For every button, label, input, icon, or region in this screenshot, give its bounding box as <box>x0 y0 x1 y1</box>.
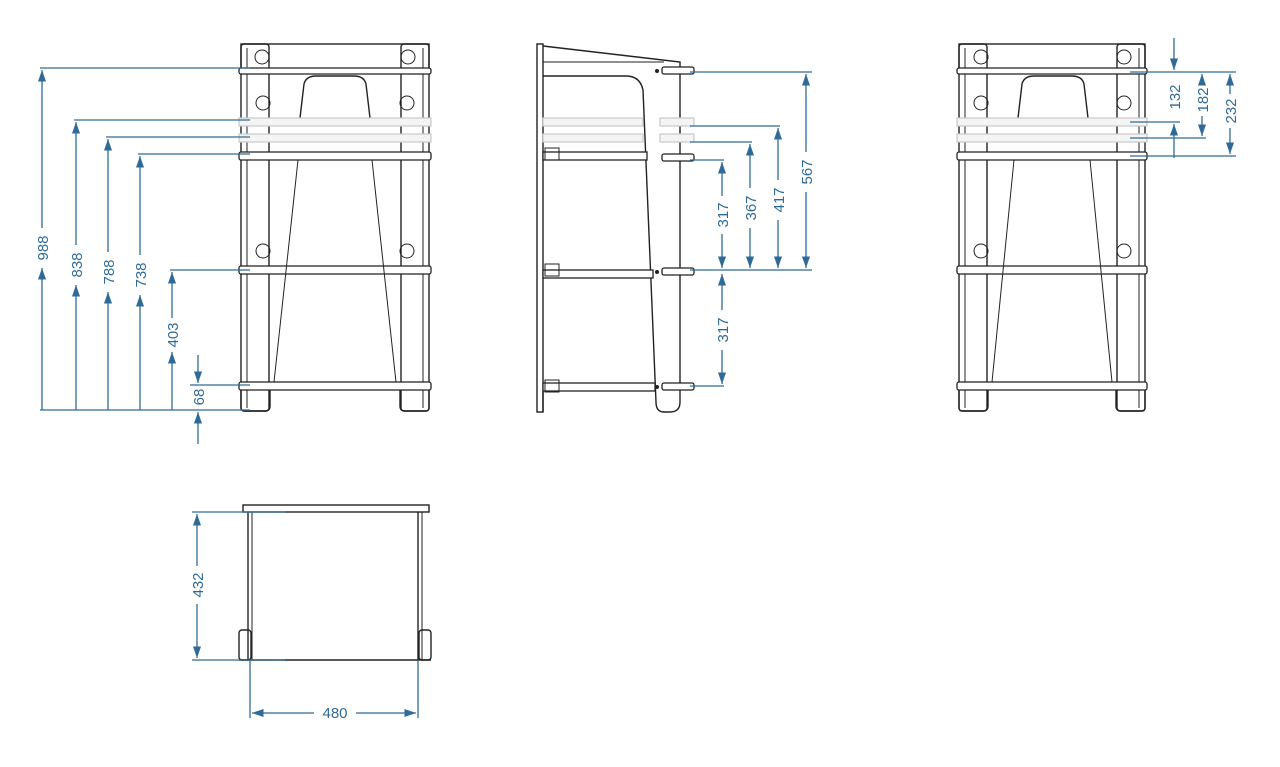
bolt-hole-icon <box>399 95 415 111</box>
bolt-hole-icon <box>400 49 416 65</box>
front-view <box>238 43 432 412</box>
top-view <box>238 504 432 661</box>
dim-68-label: 68 <box>191 389 208 406</box>
dim-403-label: 403 <box>165 322 182 347</box>
side-view <box>536 43 695 413</box>
bolt-hole-icon <box>1116 49 1132 65</box>
dim-367-label: 367 <box>743 195 760 220</box>
dim-838-label: 838 <box>69 252 86 277</box>
bolt-hole-icon <box>1116 243 1132 259</box>
front-view-dimensions: 988 838 788 738 403 68 <box>35 67 250 444</box>
dim-232-label: 232 <box>1223 98 1240 123</box>
bolt-hole-icon <box>973 243 989 259</box>
dim-988-label: 988 <box>35 235 52 260</box>
dim-417-label: 417 <box>771 187 788 212</box>
bolt-hole-icon <box>255 95 271 111</box>
dim-132-label: 132 <box>1167 84 1184 109</box>
dim-480-label: 480 <box>322 705 347 722</box>
bolt-hole-icon <box>1116 95 1132 111</box>
dim-788-label: 788 <box>101 259 118 284</box>
bolt-hole-icon <box>399 243 415 259</box>
bolt-hole-icon <box>254 49 270 65</box>
top-view-dimensions: 432 480 <box>190 511 419 722</box>
rear-view-dimensions: 132 182 232 <box>1130 38 1240 158</box>
dim-738-label: 738 <box>133 262 150 287</box>
dim-182-label: 182 <box>1195 87 1212 112</box>
dim-432-label: 432 <box>190 572 207 597</box>
dim-317-lower-label: 317 <box>715 317 732 342</box>
bolt-hole-icon <box>973 49 989 65</box>
rear-view <box>956 43 1148 412</box>
bolt-hole-icon <box>255 243 271 259</box>
bolt-hole-icon <box>973 95 989 111</box>
dim-317-upper-label: 317 <box>715 202 732 227</box>
side-view-dimensions: 317 367 417 567 317 <box>690 71 816 387</box>
dim-567-label: 567 <box>799 159 816 184</box>
